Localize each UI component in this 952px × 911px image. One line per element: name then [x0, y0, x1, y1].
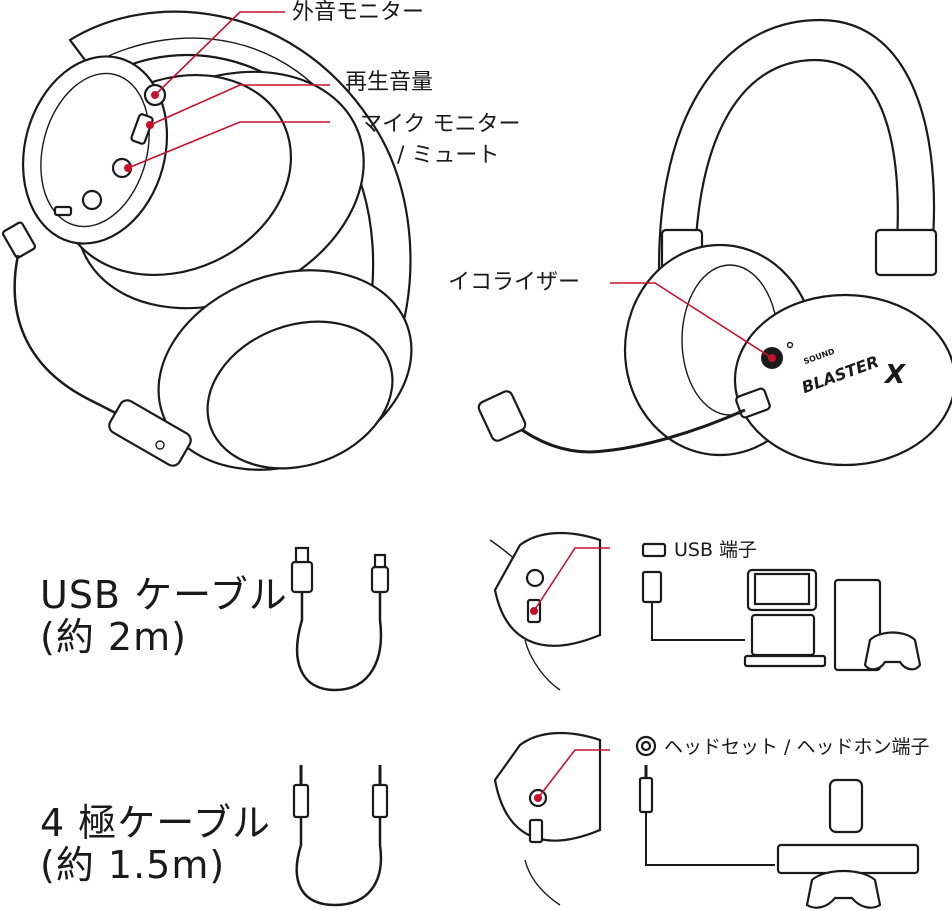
usb-cable-length: (約 2m)	[40, 615, 187, 659]
usb-port-closeup	[489, 532, 610, 691]
analog-devices	[635, 735, 920, 909]
label-mic-monitor-line1: マイク モニター	[360, 112, 521, 137]
analog-cable-illustration	[292, 765, 389, 907]
label-equalizer: イコライザー	[448, 270, 581, 295]
analog-cable-title: 4 極ケーブル	[40, 801, 271, 845]
usb-devices	[641, 542, 922, 672]
label-playback-volume: 再生音量	[345, 70, 434, 95]
label-ambient-monitor: 外音モニター	[292, 0, 425, 25]
usb-port-label: USB 端子	[674, 539, 758, 561]
usb-cable-illustration	[290, 546, 390, 692]
headset-front-illustration	[477, 18, 952, 467]
callout-lines	[124, 11, 776, 362]
audio-port-closeup	[493, 732, 610, 906]
brand-x: X	[885, 360, 906, 390]
label-mic-monitor-line2: / ミュート	[397, 143, 500, 168]
usb-cable-title: USB ケーブル	[40, 573, 288, 617]
audio-port-label: ヘッドセット / ヘッドホン端子	[664, 736, 930, 758]
analog-cable-length: (約 1.5m)	[40, 843, 226, 887]
